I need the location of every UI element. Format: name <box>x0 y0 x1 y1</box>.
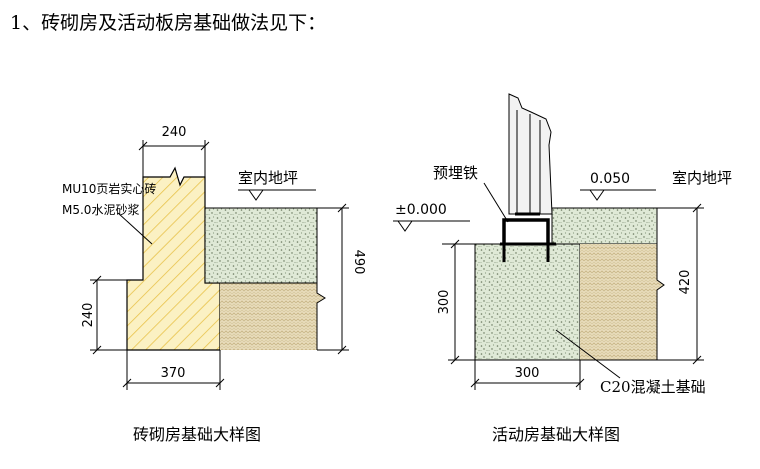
prefab-foundation-detail: 预埋铁 ±0.000 0.050 室内地坪 300 420 300 <box>393 93 732 444</box>
concrete-foundation <box>474 243 581 361</box>
dim-top-width: 240 <box>162 125 187 140</box>
left-floor-label: 室内地坪 <box>238 169 298 187</box>
brick-foundation-detail: 240 370 240 490 室内地坪 MU10页岩实心砖 M5.0水泥砂浆 … <box>62 125 366 444</box>
right-floor-label: 室内地坪 <box>672 169 732 187</box>
material-label-brick: MU10页岩实心砖 <box>62 181 156 196</box>
dim-left-height: 240 <box>81 303 96 328</box>
page-heading: 1、砖砌房及活动板房基础做法见下： <box>10 12 327 34</box>
floor-slab-right <box>551 207 658 245</box>
soil-fill-right <box>580 244 664 360</box>
dim-bottom-width: 370 <box>161 366 186 381</box>
embedded-steel <box>502 218 550 244</box>
soil-fill <box>220 283 325 350</box>
concrete-label: C20混凝土基础 <box>600 378 706 396</box>
floor-slab <box>204 207 318 284</box>
embedded-steel-label: 预埋铁 <box>433 164 478 182</box>
material-label-mortar: M5.0水泥砂浆 <box>62 202 139 217</box>
level-zero-label: ±0.000 <box>395 202 447 218</box>
left-caption: 砖砌房基础大样图 <box>133 425 261 444</box>
right-dim-bottom-width: 300 <box>515 366 540 381</box>
dim-right-height: 490 <box>351 250 366 275</box>
right-dim-right-height: 420 <box>678 270 693 295</box>
level-floor-label: 0.050 <box>590 171 630 187</box>
right-dim-left-height: 300 <box>437 290 452 315</box>
right-caption: 活动房基础大样图 <box>492 425 620 444</box>
